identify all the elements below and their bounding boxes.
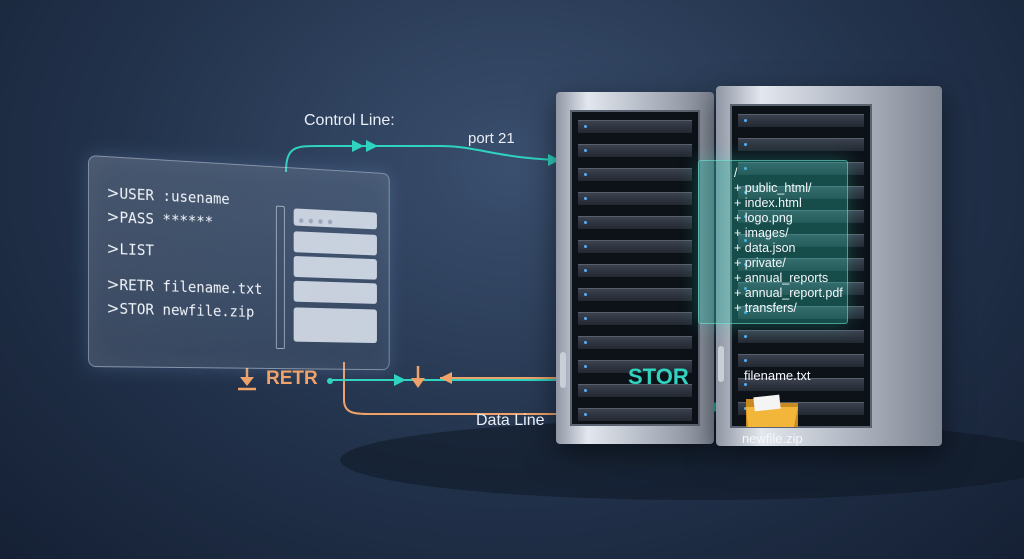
- newfile-label: newfile.zip: [742, 431, 803, 446]
- tree-item: + images/: [734, 226, 789, 240]
- rack-handle-right: [718, 346, 724, 382]
- retr-line-dot: [327, 378, 333, 384]
- control-line-label: Control Line:: [304, 112, 395, 129]
- list-header: [293, 208, 377, 230]
- rack-bay-left: [570, 110, 700, 426]
- ftp-client-terminal: >USER :usename >PASS ****** >LIST >RETR …: [88, 155, 390, 371]
- list-item[interactable]: [293, 231, 377, 256]
- list-item[interactable]: [293, 307, 377, 344]
- list-item[interactable]: [293, 255, 377, 280]
- tree-item: + annual_reports: [734, 271, 829, 285]
- cmd-pass: >PASS ******: [106, 206, 214, 231]
- tree-item: + public_html/: [734, 181, 812, 195]
- retr-label: RETR: [266, 368, 318, 389]
- stor-label: STOR: [628, 364, 689, 389]
- retr-arrow-1: [394, 374, 406, 386]
- tree-item: + transfers/: [734, 301, 797, 315]
- control-arrow-3: [548, 154, 560, 166]
- tree-item: + logo.png: [734, 211, 793, 225]
- cmd-list: >LIST: [106, 238, 154, 260]
- control-line-path: [285, 145, 573, 173]
- rack-handle-left: [560, 352, 566, 388]
- tree-item: + private/: [734, 256, 786, 270]
- tree-root: /: [734, 166, 738, 180]
- port-label: port 21: [468, 130, 515, 147]
- cmd-user: >USER :usename: [106, 183, 230, 209]
- data-line-label: Data Line: [476, 412, 545, 429]
- download-arrow-icon: [411, 366, 425, 388]
- control-arrow-1: [352, 140, 364, 152]
- stor-arrow-left: [440, 372, 452, 384]
- scrollbar[interactable]: [275, 205, 285, 350]
- tree-item: + data.json: [734, 241, 796, 255]
- server-rack-right: [716, 86, 942, 446]
- list-item[interactable]: [293, 280, 377, 304]
- cmd-stor: >STOR newfile.zip: [106, 298, 255, 321]
- control-arrow-2: [366, 140, 378, 152]
- cmd-retr: >RETR filename.txt: [106, 274, 263, 298]
- data-line-path: [343, 362, 640, 415]
- server-rack-left: [556, 92, 714, 444]
- server-file-tree-panel: [698, 160, 848, 324]
- tree-item: + index.html: [734, 196, 802, 210]
- file-list-panel: [275, 205, 379, 351]
- rack-bay-right: [730, 104, 872, 428]
- retr-download-icon: [238, 368, 256, 391]
- filename-label: filename.txt: [744, 368, 811, 383]
- folder-icon: [746, 394, 798, 427]
- tree-item: + annual_report.pdf: [734, 286, 843, 300]
